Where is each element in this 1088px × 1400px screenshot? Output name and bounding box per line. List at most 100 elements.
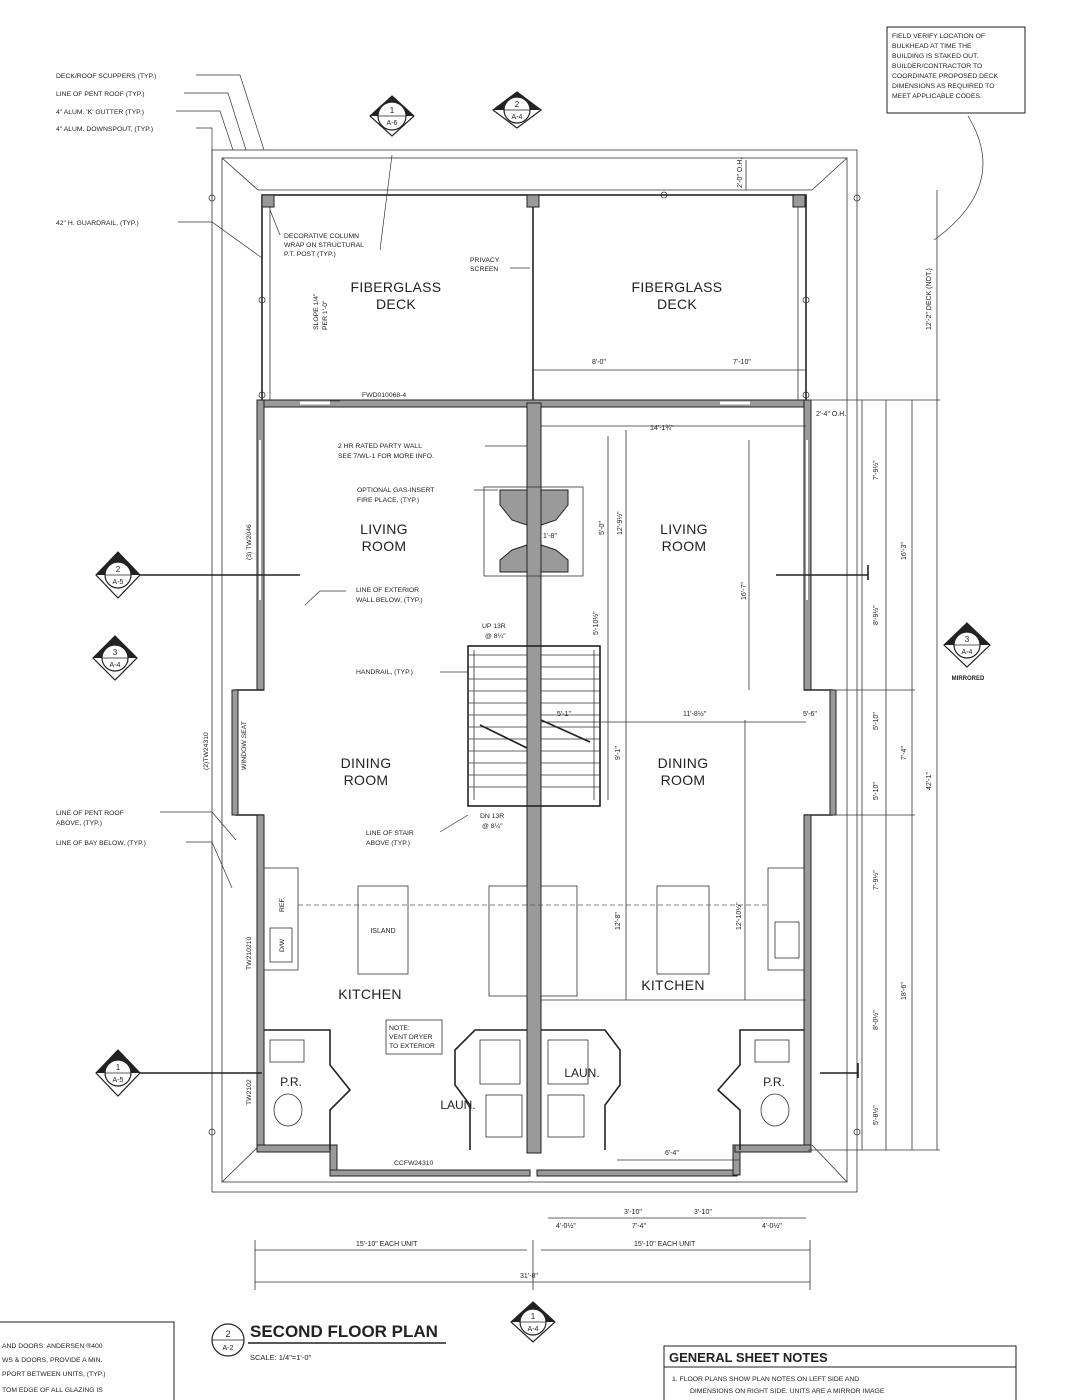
svg-text:16'-7": 16'-7" (741, 582, 748, 600)
svg-text:AND DOORS: ANDERSEN ®400: AND DOORS: ANDERSEN ®400 (2, 1342, 103, 1350)
svg-text:(3) TW2046: (3) TW2046 (246, 524, 253, 560)
svg-text:WINDOW SEAT: WINDOW SEAT (241, 721, 248, 770)
svg-text:TO EXTERIOR: TO EXTERIOR (389, 1043, 435, 1050)
svg-text:ROOM: ROOM (661, 772, 706, 788)
svg-text:TW2102: TW2102 (246, 1079, 253, 1105)
room-living-right: LIVING (660, 521, 708, 537)
svg-text:LINE OF EXTERIOR: LINE OF EXTERIOR (356, 587, 419, 594)
svg-text:LINE OF PENT ROOF (TYP.): LINE OF PENT ROOF (TYP.) (56, 91, 145, 98)
svg-text:FIELD VERIFY LOCATION OF: FIELD VERIFY LOCATION OF (892, 33, 985, 40)
svg-text:15'-10" EACH UNIT: 15'-10" EACH UNIT (634, 1241, 696, 1248)
room-dining-left: DINING (341, 755, 392, 771)
roof-outline (211, 149, 858, 1193)
svg-text:MEET APPLICABLE CODES.: MEET APPLICABLE CODES. (892, 93, 982, 100)
drawing-scale: SCALE: 1/4"=1'-0" (250, 1353, 312, 1362)
svg-text:5'-10½": 5'-10½" (592, 611, 600, 635)
room-kitchen-right: KITCHEN (641, 977, 705, 993)
svg-text:8'-9½": 8'-9½" (872, 605, 880, 625)
svg-text:ROOM: ROOM (362, 538, 407, 554)
room-kitchen-left: KITCHEN (338, 986, 402, 1002)
room-dining-right: DINING (658, 755, 709, 771)
svg-text:1: 1 (531, 1312, 536, 1321)
room-laun-left: LAUN. (440, 1098, 475, 1112)
svg-text:PER 1'-0": PER 1'-0" (322, 300, 329, 330)
svg-text:PPORT BETWEEN UNITS, (TYP.): PPORT BETWEEN UNITS, (TYP.) (2, 1371, 105, 1378)
svg-text:12'-8": 12'-8" (615, 912, 622, 930)
svg-text:4" ALUM. 'K' GUTTER (TYP.): 4" ALUM. 'K' GUTTER (TYP.) (56, 109, 144, 116)
svg-text:14'-1¾": 14'-1¾" (650, 425, 674, 432)
svg-text:FWD010068-4: FWD010068-4 (362, 392, 406, 399)
svg-text:5'-1": 5'-1" (557, 711, 571, 718)
stair (467, 645, 601, 807)
svg-text:CCFW24310: CCFW24310 (394, 1160, 434, 1167)
svg-text:BUILDER/CONTRACTOR TO: BUILDER/CONTRACTOR TO (892, 63, 982, 70)
svg-text:1: 1 (116, 1063, 121, 1072)
svg-text:LINE OF PENT ROOF: LINE OF PENT ROOF (56, 810, 124, 817)
svg-text:3'-10": 3'-10" (624, 1209, 642, 1216)
section-tag-1-a4-bottom: 1 A-4 (510, 1301, 556, 1343)
section-tag-2-a4-top: 2 A-4 (492, 91, 542, 129)
svg-text:@ 8¼": @ 8¼" (485, 633, 506, 640)
svg-text:2: 2 (116, 565, 121, 574)
svg-text:15'-10" EACH UNIT: 15'-10" EACH UNIT (356, 1241, 418, 1248)
section-tag-1-a6: 1 A-6 (369, 95, 415, 137)
svg-text:3: 3 (113, 648, 118, 657)
plan-notes: DECK/ROOF SCUPPERS (TYP.) LINE OF PENT R… (56, 73, 506, 1167)
section-tag-2-a5: 2 A-5 (95, 551, 141, 599)
svg-text:ABOVE (TYP.): ABOVE (TYP.) (366, 840, 410, 847)
svg-text:WRAP ON STRUCTURAL: WRAP ON STRUCTURAL (284, 242, 364, 249)
svg-text:8'-0": 8'-0" (592, 359, 606, 366)
svg-text:5'-10": 5'-10" (873, 782, 880, 800)
svg-text:4'-0½": 4'-0½" (556, 1222, 576, 1230)
svg-text:5'-8½": 5'-8½" (872, 1105, 880, 1125)
svg-text:DECORATIVE COLUMN: DECORATIVE COLUMN (284, 233, 359, 240)
svg-text:ABOVE, (TYP.): ABOVE, (TYP.) (56, 820, 102, 827)
deck-railing (261, 194, 807, 404)
svg-text:1. FLOOR PLANS SHOW PLAN NOTE: 1. FLOOR PLANS SHOW PLAN NOTES ON LEFT S… (672, 1376, 859, 1383)
party-wall (526, 402, 542, 1154)
svg-text:LINE OF BAY BELOW, (TYP.): LINE OF BAY BELOW, (TYP.) (56, 840, 146, 847)
svg-text:A-2: A-2 (223, 1345, 234, 1352)
drawing-title-block: 2 A-2 SECOND FLOOR PLAN SCALE: 1/4"=1'-0… (211, 1322, 446, 1362)
svg-text:2'-0" O.H.: 2'-0" O.H. (737, 158, 744, 188)
island (357, 885, 409, 975)
svg-text:12'-10½": 12'-10½" (735, 902, 743, 930)
room-deck-right: FIBERGLASS (632, 279, 723, 295)
island-label: ISLAND (370, 928, 395, 935)
svg-text:7'-4": 7'-4" (632, 1223, 646, 1230)
svg-text:1'-8": 1'-8" (543, 533, 557, 540)
room-labels: FIBERGLASS DECK FIBERGLASS DECK LIVING R… (280, 279, 785, 1112)
svg-text:DIMENSIONS AS REQUIRED TO: DIMENSIONS AS REQUIRED TO (892, 83, 994, 90)
svg-text:5'-0": 5'-0" (599, 521, 606, 535)
section-tag-3-a4-right: 3 A-4 (943, 622, 991, 668)
svg-text:GENERAL SHEET NOTES: GENERAL SHEET NOTES (669, 1350, 828, 1365)
room-laun-right: LAUN. (564, 1066, 599, 1080)
svg-text:DIMENSIONS ON RIGHT SIDE. UNIT: DIMENSIONS ON RIGHT SIDE. UNITS ARE A MI… (690, 1388, 885, 1395)
svg-text:6'-4": 6'-4" (665, 1150, 679, 1157)
svg-text:DN 13R: DN 13R (480, 813, 504, 820)
svg-text:DECK/ROOF SCUPPERS (TYP.): DECK/ROOF SCUPPERS (TYP.) (56, 73, 156, 80)
fireplace-area (483, 486, 584, 577)
svg-text:SLOPE 1/4": SLOPE 1/4" (313, 293, 320, 330)
svg-text:7'-9½": 7'-9½" (872, 460, 880, 480)
svg-text:A-5: A-5 (113, 579, 124, 586)
svg-text:TW210210: TW210210 (246, 937, 253, 970)
svg-text:7'-9½": 7'-9½" (872, 870, 880, 890)
svg-text:WS & DOORS, PROVIDE A MIN.: WS & DOORS, PROVIDE A MIN. (2, 1357, 103, 1364)
svg-text:31'-8": 31'-8" (520, 1273, 538, 1280)
svg-text:ROOM: ROOM (344, 772, 389, 788)
mirrored-label: MIRRORED (952, 676, 985, 682)
drawing-title: SECOND FLOOR PLAN (250, 1322, 438, 1341)
svg-text:SCREEN: SCREEN (470, 266, 498, 273)
svg-text:A-4: A-4 (512, 114, 523, 121)
svg-text:HANDRAIL, (TYP.): HANDRAIL, (TYP.) (356, 669, 413, 676)
gutter-outline (221, 157, 848, 1183)
room-pr-right: P.R. (763, 1075, 785, 1089)
svg-text:18'-6": 18'-6" (901, 982, 908, 1000)
room-pr-left: P.R. (280, 1075, 302, 1089)
svg-text:42" H. GUARDRAIL, (TYP.): 42" H. GUARDRAIL, (TYP.) (56, 220, 139, 227)
room-deck-left: FIBERGLASS (351, 279, 442, 295)
svg-text:NOTE:: NOTE: (389, 1025, 410, 1032)
svg-text:DECK: DECK (657, 296, 697, 312)
svg-text:TOM EDGE OF ALL GLAZING IS: TOM EDGE OF ALL GLAZING IS (2, 1387, 103, 1394)
